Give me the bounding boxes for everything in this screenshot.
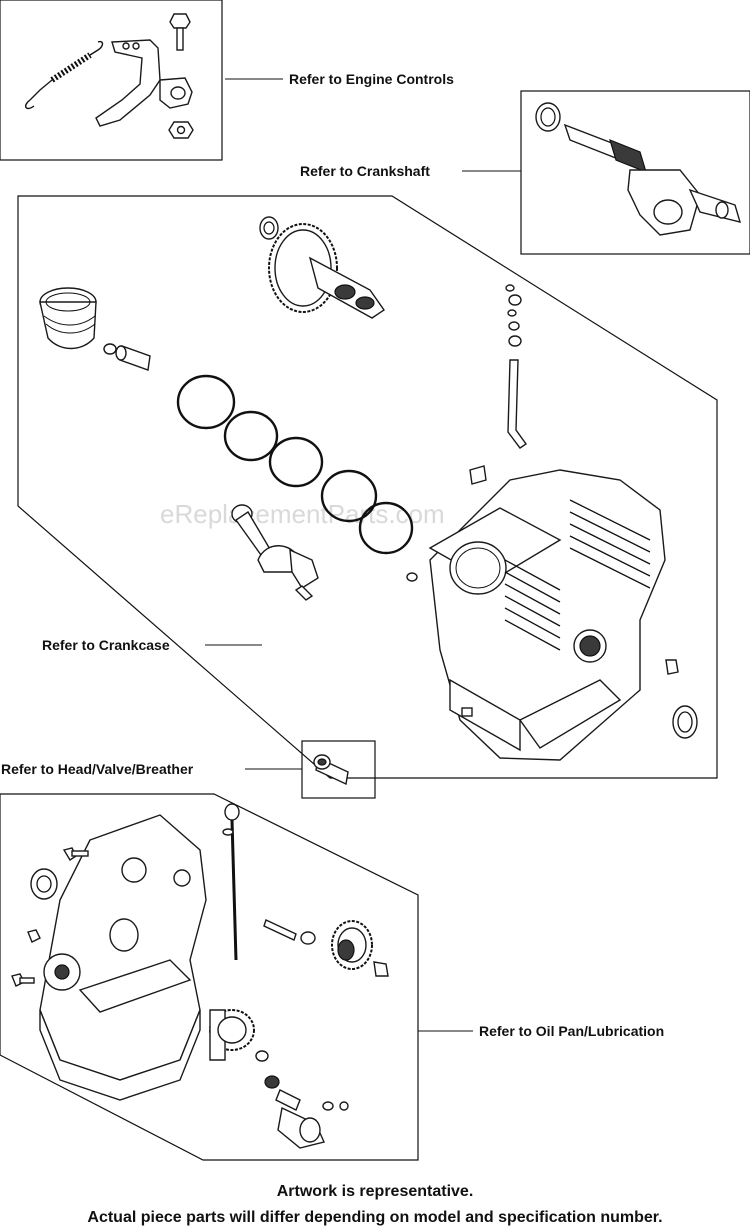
watermark: eReplacementParts.com bbox=[160, 499, 445, 529]
head-valve-breather-label[interactable]: Refer to Head/Valve/Breather bbox=[1, 761, 194, 777]
lever-bolt bbox=[169, 13, 191, 51]
piston-ring-2 bbox=[223, 410, 279, 462]
oil-pan-washer bbox=[300, 931, 316, 945]
crankcase-plug bbox=[406, 572, 418, 582]
oil-pump-gear bbox=[331, 920, 373, 970]
crankshaft-group[interactable] bbox=[520, 90, 750, 255]
camshaft-gear bbox=[268, 223, 385, 319]
oil-pan-fitting bbox=[373, 961, 389, 977]
piston-pin-clip bbox=[103, 343, 117, 355]
footer-line-1: Artwork is representative. bbox=[277, 1183, 474, 1200]
governor-gear-assembly bbox=[209, 1009, 269, 1062]
oil-pan-bolt-1 bbox=[62, 847, 89, 861]
oil-pan-label[interactable]: Refer to Oil Pan/Lubrication bbox=[479, 1023, 664, 1039]
oil-pan-plug bbox=[27, 929, 41, 943]
oil-pan-body bbox=[39, 814, 207, 1101]
governor-lever bbox=[95, 39, 161, 127]
crankcase-group[interactable] bbox=[39, 216, 698, 761]
piston-ring-4 bbox=[320, 469, 378, 523]
footer-line-2: Actual piece parts will differ depending… bbox=[87, 1209, 662, 1226]
crankshaft-frame bbox=[520, 90, 750, 255]
oil-pan-seal bbox=[30, 868, 58, 900]
crankcase-label[interactable]: Refer to Crankcase bbox=[42, 637, 170, 653]
dipstick bbox=[222, 803, 240, 961]
engine-controls-group[interactable] bbox=[0, 0, 223, 161]
oil-pan-pin bbox=[263, 919, 297, 941]
piston bbox=[39, 287, 97, 350]
crankshaft-label[interactable]: Refer to Crankshaft bbox=[300, 163, 430, 179]
oil-fitting bbox=[665, 659, 679, 675]
crankcase-block bbox=[428, 465, 666, 761]
oil-pump bbox=[264, 1075, 349, 1149]
piston-ring-1 bbox=[176, 374, 236, 430]
head-valve-breather-group[interactable] bbox=[301, 740, 376, 799]
piston-ring-5 bbox=[358, 501, 414, 555]
connecting-rod bbox=[231, 504, 319, 601]
governor-spring bbox=[24, 40, 104, 110]
crankshaft-seal-ring bbox=[535, 102, 561, 132]
engine-controls-label[interactable]: Refer to Engine Controls bbox=[289, 71, 454, 87]
piston-ring-3 bbox=[268, 436, 324, 488]
engine-controls-frame bbox=[0, 0, 223, 161]
oil-pan-bolt-2 bbox=[11, 973, 35, 987]
crankcase-oil-seal bbox=[672, 705, 698, 739]
crankcase-frame bbox=[17, 195, 718, 779]
camshaft-seal bbox=[259, 216, 279, 240]
oil-pan-group[interactable] bbox=[11, 803, 389, 1149]
breather-hardware bbox=[505, 284, 527, 449]
oil-pan-frame bbox=[0, 793, 419, 1161]
